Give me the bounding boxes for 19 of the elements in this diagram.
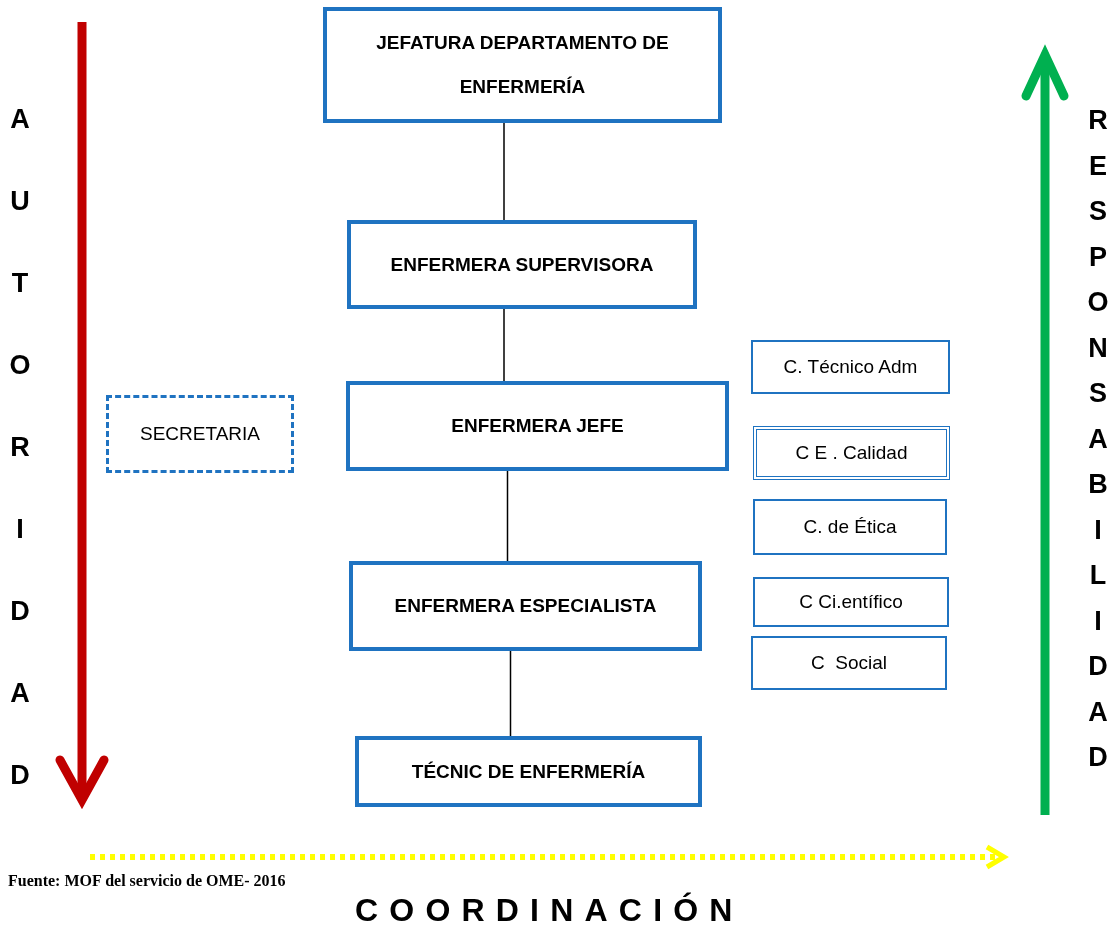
- committee-box: C Social: [751, 636, 947, 690]
- connector-line: [503, 308, 505, 382]
- position-box: ENFERMERA JEFE: [346, 381, 729, 471]
- vertical-label: AUTORIDAD: [8, 103, 32, 792]
- connector-line: [503, 122, 505, 221]
- axis-label: COORDINACIÓN: [355, 894, 744, 926]
- vertical-label: RESPONSABILIDAD: [1086, 104, 1110, 774]
- support-box: SECRETARIA: [106, 395, 294, 473]
- position-box: JEFATURA DEPARTAMENTO DE ENFERMERÍA: [323, 7, 722, 123]
- position-box: ENFERMERA SUPERVISORA: [347, 220, 697, 309]
- committee-box: C. de Ética: [753, 499, 947, 555]
- position-box: ENFERMERA ESPECIALISTA: [349, 561, 702, 651]
- committee-box: C E . Calidad: [753, 426, 950, 480]
- connector-line: [506, 470, 509, 562]
- source-note: Fuente: MOF del servicio de OME- 2016: [8, 871, 286, 891]
- position-box: TÉCNIC DE ENFERMERÍA: [355, 736, 702, 807]
- committee-box: C Ci.entífico: [753, 577, 949, 627]
- connector-line: [509, 650, 512, 737]
- committee-box: C. Técnico Adm: [751, 340, 950, 394]
